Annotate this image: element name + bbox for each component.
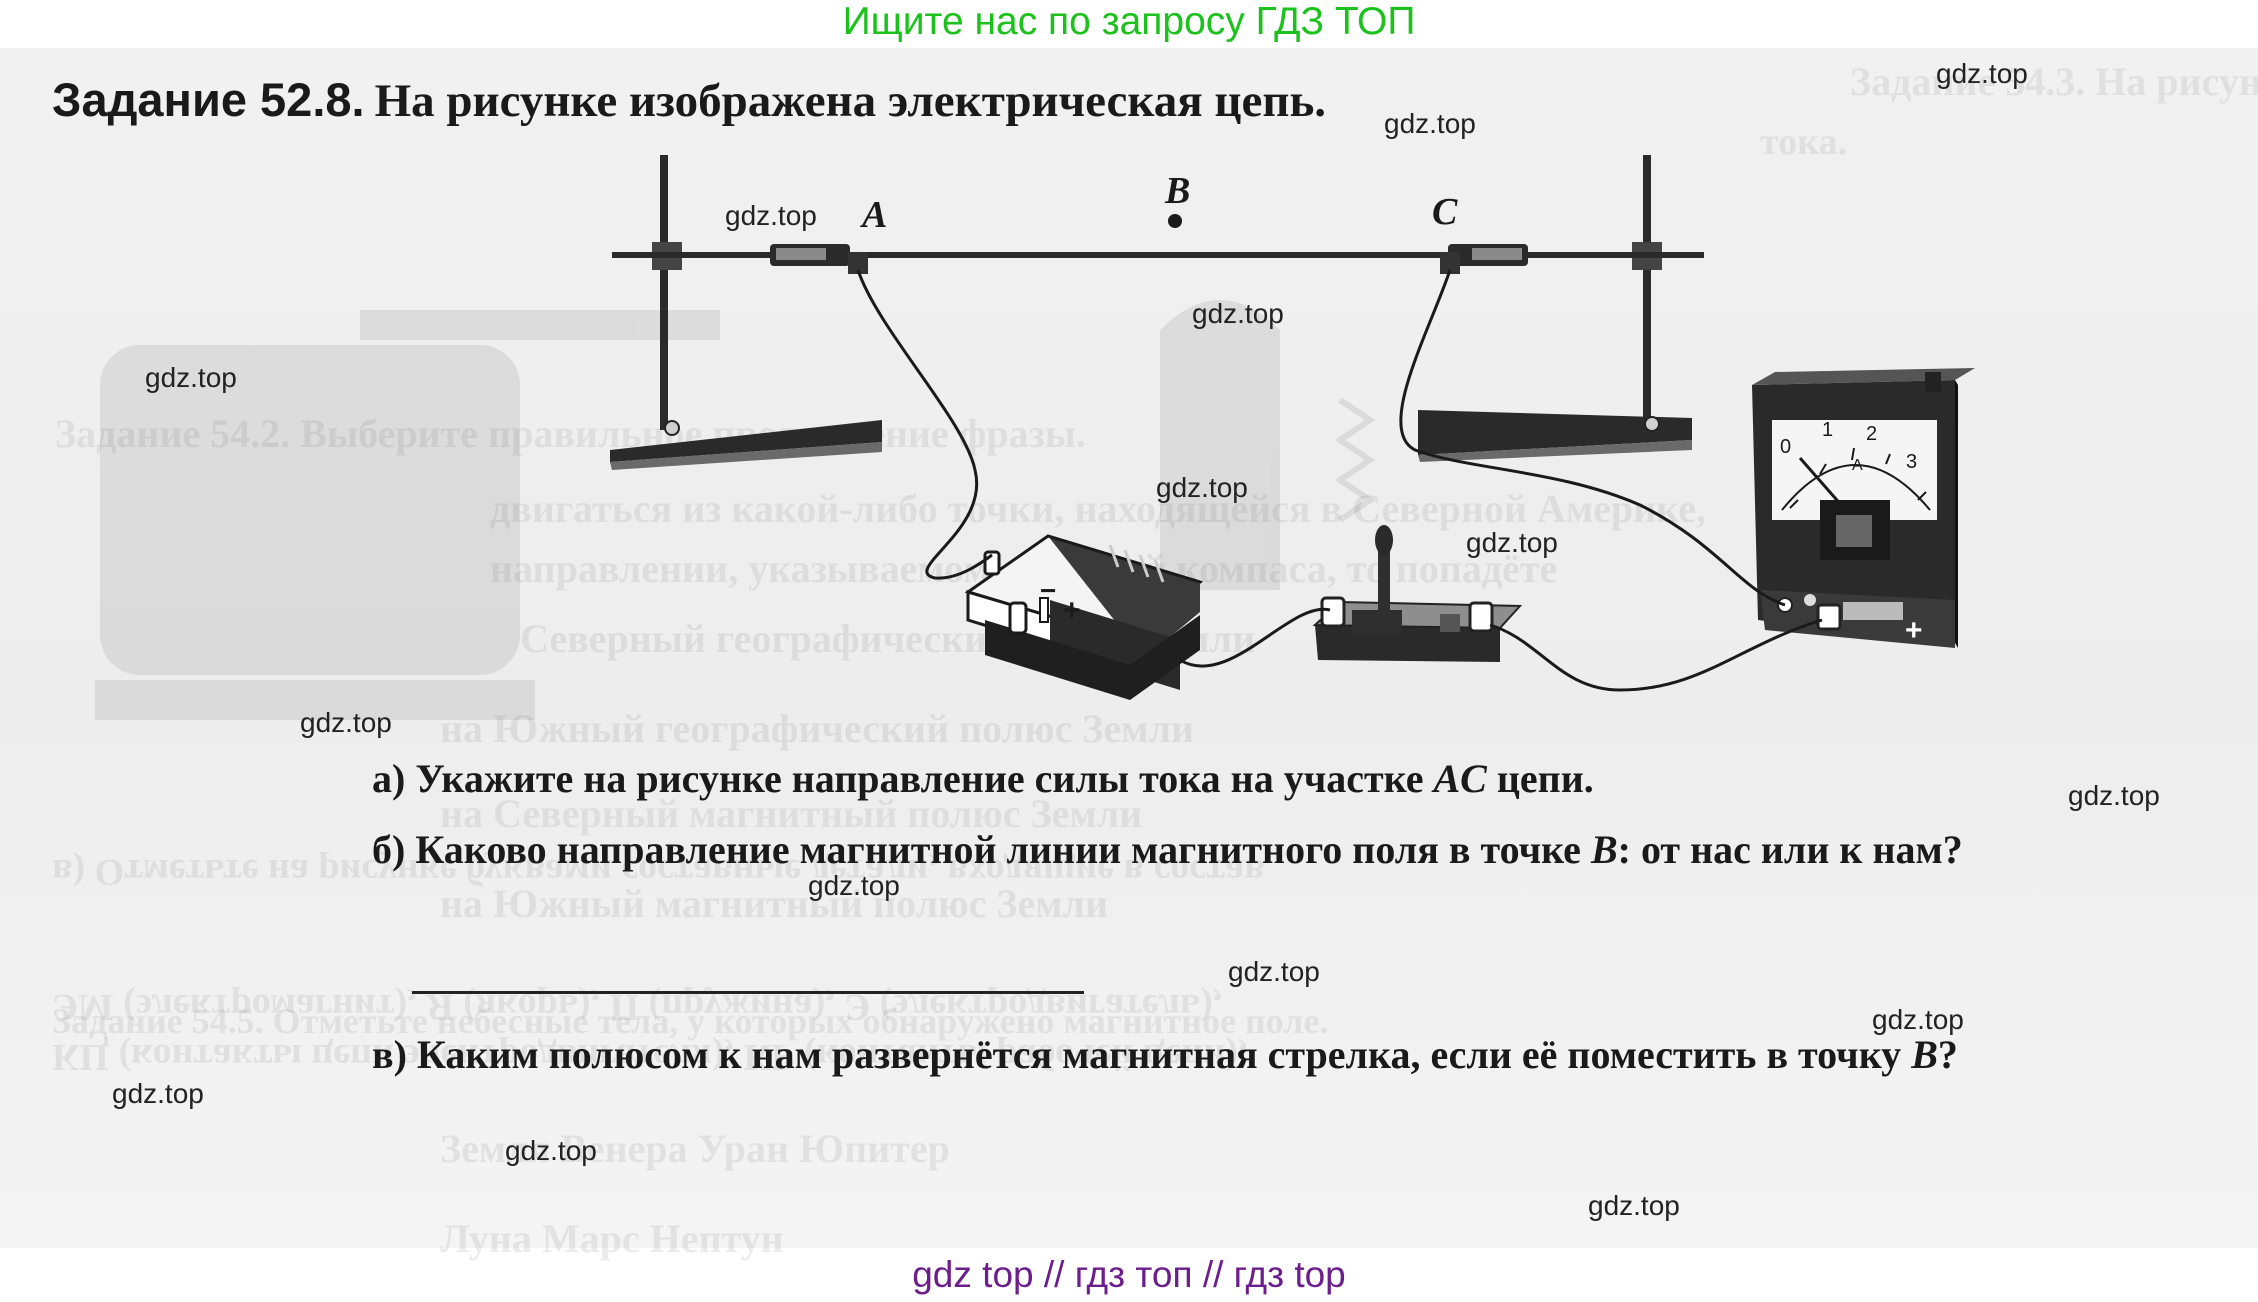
question-a-prefix: а) Укажите на рисунке направление силы т…: [372, 756, 1434, 801]
question-b-prefix: б) Каково направление магнитной линии ма…: [372, 827, 1591, 872]
question-a: а) Укажите на рисунке направление силы т…: [372, 752, 2212, 806]
wire-battery-to-switch: [1179, 607, 1331, 668]
watermark: gdz.top: [1228, 956, 1320, 987]
task-title: Задание 52.8.На рисунке изображена элект…: [52, 72, 1326, 128]
terminal-minus: [1008, 601, 1028, 635]
watermark: gdz.top: [808, 870, 900, 901]
question-a-var: AC: [1433, 756, 1487, 801]
answer-line[interactable]: [412, 991, 1084, 994]
watermark: gdz.top: [1466, 527, 1558, 558]
watermark: gdz.top: [300, 707, 392, 738]
ammeter: 0 1 2 3 A +: [1752, 368, 1975, 648]
clamp-c: [1440, 244, 1528, 274]
question-c-suffix: ?: [1937, 1032, 1958, 1077]
point-label-a: A: [860, 194, 887, 236]
bleed-through-text: Луна Марс Нептун: [440, 1216, 784, 1261]
power-supply: − +: [964, 534, 1204, 700]
knife-switch: [1312, 525, 1523, 662]
footer-links[interactable]: gdz top // гдз топ // гдз top: [912, 1254, 1346, 1295]
bleed-through-text: на Северный магнитный полюс Земли: [440, 791, 1143, 836]
watermark: gdz.top: [1156, 472, 1248, 503]
question-b-var: B: [1590, 827, 1618, 872]
question-b: б) Каково направление магнитной линии ма…: [372, 823, 2212, 877]
bleed-through-text: на Южный магнитный полюс Земли: [440, 881, 1108, 926]
ammeter-scale-0: 0: [1780, 436, 1791, 458]
watermark: gdz.top: [1872, 1004, 1964, 1035]
question-a-suffix: цепи.: [1486, 756, 1594, 801]
task-number: Задание 52.8.: [52, 73, 365, 126]
point-label-c: C: [1432, 191, 1458, 233]
wire-c-to-ammeter: [1399, 269, 1786, 607]
point-label-b: B: [1164, 170, 1190, 212]
search-banner[interactable]: Ищите нас по запросу ГДЗ ТОП: [842, 0, 1416, 43]
watermark: gdz.top: [112, 1078, 204, 1109]
point-b-dot: [1168, 214, 1182, 228]
ammeter-scale-1: 1: [1822, 419, 1833, 441]
ammeter-unit: A: [1852, 457, 1863, 474]
wire-switch-to-ammeter: [1489, 618, 1823, 692]
task-statement: На рисунке изображена электрическая цепь…: [374, 75, 1327, 127]
watermark: gdz.top: [725, 200, 817, 231]
watermark: gdz.top: [1192, 298, 1284, 329]
watermark: gdz.top: [2068, 780, 2160, 811]
watermark: gdz.top: [505, 1135, 597, 1166]
connecting-wires: [856, 269, 1823, 692]
wire-a-to-battery: [856, 269, 993, 580]
bleed-through-text: на Южный географический полюс Земли: [440, 706, 1195, 751]
watermark: gdz.top: [1936, 58, 2028, 89]
ammeter-plus-terminal: +: [1905, 614, 1923, 647]
bleed-through-text: Задание 54.2. Выберите правильное продол…: [55, 411, 1086, 456]
bleed-through-drawing: [95, 300, 1376, 720]
question-b-suffix: : от нас или к нам?: [1617, 827, 1963, 872]
question-c: в) Каким полюсом к нам развернётся магни…: [372, 1028, 2212, 1082]
bleed-through-text: тока.: [1760, 121, 1847, 163]
bleed-through-text: двигаться из какой-либо точки, находящей…: [490, 486, 1706, 531]
conductor-rod: [612, 252, 1704, 258]
right-lab-stand: [1418, 155, 1692, 462]
watermark: gdz.top: [145, 362, 237, 393]
ammeter-scale-2: 2: [1866, 423, 1877, 445]
watermark: gdz.top: [1588, 1190, 1680, 1221]
battery-plus-sign: +: [1063, 594, 1081, 627]
clamp-a: [770, 244, 868, 274]
question-c-var: B: [1911, 1032, 1938, 1077]
bleed-through-text: Задание 54.3. На рисунке изображен: [1850, 59, 2258, 104]
ammeter-scale-3: 3: [1906, 451, 1917, 473]
watermark: gdz.top: [1384, 108, 1476, 139]
bleed-through-text: Задание 54.5. Отметьте небесные тела, у …: [52, 1001, 1329, 1041]
question-c-prefix: в) Каким полюсом к нам развернётся магни…: [372, 1032, 1912, 1077]
bleed-through-text: Земля Венера Уран Юпитер: [440, 1126, 950, 1171]
battery-minus-sign: −: [1040, 575, 1056, 606]
